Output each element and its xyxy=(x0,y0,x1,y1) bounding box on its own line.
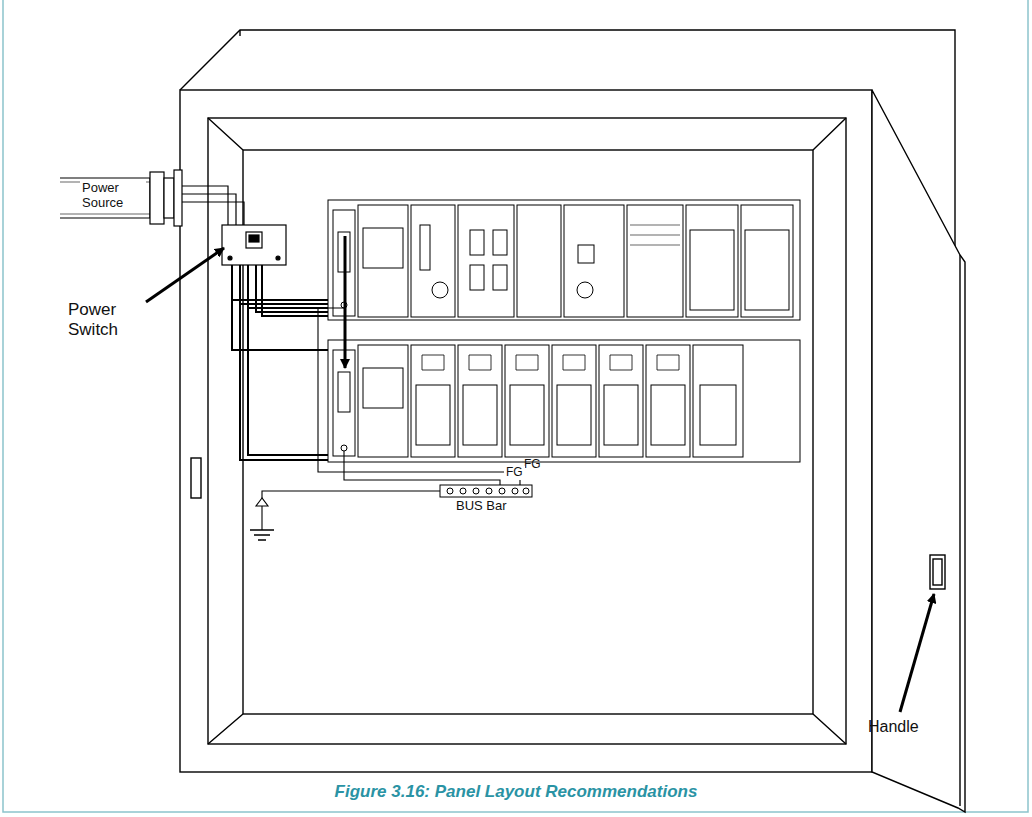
cabinet xyxy=(180,30,965,812)
figure-border xyxy=(3,0,1028,812)
bus-bar-label: BUS Bar xyxy=(456,499,507,514)
leader-arrow xyxy=(900,594,934,712)
power-switch xyxy=(222,225,286,265)
top-rack xyxy=(328,200,800,320)
switch-label: Power Switch xyxy=(68,300,148,339)
source-label: Power Source xyxy=(80,181,146,211)
bus-bar xyxy=(440,485,532,497)
expansion-cable xyxy=(344,236,347,368)
supply-wires xyxy=(182,186,244,230)
power-conduit xyxy=(60,170,182,226)
ground-label: FG xyxy=(504,466,525,480)
handle-label: Handle xyxy=(868,718,919,736)
bottom-rack xyxy=(328,340,800,462)
ground-label: FG xyxy=(524,458,541,472)
leader-arrow xyxy=(146,248,224,302)
figure-caption: Figure 3.16: Panel Layout Recommendation… xyxy=(0,782,1032,802)
ground-wires xyxy=(250,308,520,540)
